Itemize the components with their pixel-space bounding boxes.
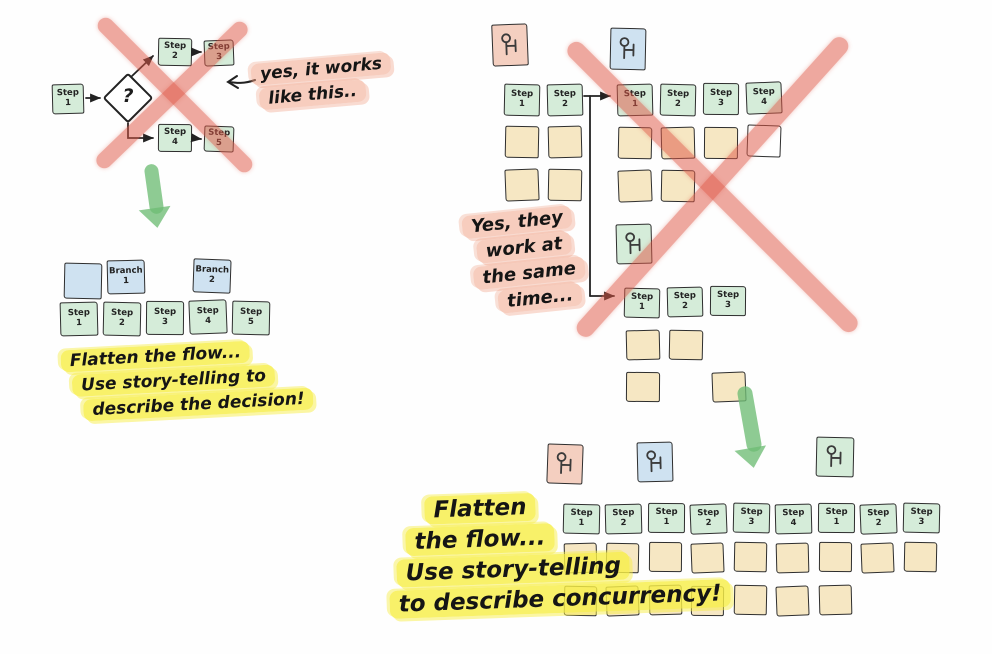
blank-task-note <box>504 168 540 202</box>
blank-task-note <box>625 329 661 361</box>
actor-note <box>609 27 647 71</box>
annotation-same-time: Yes, they work at the same time... <box>461 204 589 317</box>
blank-task-note <box>625 371 661 403</box>
actor-note <box>491 23 529 67</box>
step-note: Step 1 <box>503 83 541 117</box>
green-down-arrow-body <box>736 385 763 453</box>
annotation-flatten-decision: Flatten the flow... Use story-telling to… <box>60 337 315 422</box>
blank-task-note <box>668 329 704 361</box>
green-down-arrow-head <box>734 445 770 471</box>
step-note: Step 5 <box>231 300 271 336</box>
actor-note <box>636 441 674 483</box>
person-icon <box>826 445 842 468</box>
decision-label: ? <box>122 85 134 107</box>
annotation-works-like-this: yes, it works like this.. <box>250 51 394 111</box>
annotation-line: time... <box>497 282 584 314</box>
blank-task-note <box>733 541 768 573</box>
person-icon <box>556 452 572 474</box>
step-note: Step 1 <box>59 301 99 337</box>
person-icon <box>619 37 635 60</box>
step-note: Step 1 <box>817 502 856 534</box>
actor-note <box>546 443 584 485</box>
annotation-flatten-concurrency: Flatten the flow... Use story-telling to… <box>386 486 732 619</box>
blank-task-note <box>733 584 768 616</box>
step-note: Step 3 <box>702 82 740 116</box>
step-note: Step 3 <box>902 502 941 534</box>
annotation-line: Flatten <box>423 492 536 525</box>
branch-note: Branch 1 <box>106 259 146 295</box>
step-note: Step 2 <box>666 286 704 318</box>
actor-note <box>815 436 855 478</box>
blank-branch-note <box>63 262 103 300</box>
blank-task-note <box>818 541 853 573</box>
blank-task-note <box>775 585 810 617</box>
step-note: Step 2 <box>859 503 898 535</box>
person-icon <box>625 232 641 255</box>
step-note: Step 3 <box>732 502 771 534</box>
blank-task-note <box>775 542 810 574</box>
person-icon <box>501 33 517 56</box>
step-note: Step 2 <box>102 301 142 337</box>
blank-task-note <box>860 542 895 574</box>
blank-task-note <box>818 584 853 616</box>
step-note: Step 4 <box>188 299 228 335</box>
person-icon <box>646 450 662 473</box>
step-note: Step 2 <box>659 83 697 117</box>
step-note: Step 4 <box>774 503 813 535</box>
blank-task-note <box>903 541 938 573</box>
annotation-line: the flow... <box>405 523 555 557</box>
actor-note <box>615 223 653 265</box>
branch-note: Branch 2 <box>192 258 232 294</box>
step-note: Step 3 <box>709 285 747 317</box>
annotation-line: Use story-telling <box>396 551 631 588</box>
green-down-arrow-head <box>138 205 174 231</box>
step-note: Step 3 <box>145 300 185 336</box>
annotation-line: yes, it works <box>250 51 392 87</box>
blank-task-note <box>504 125 540 159</box>
